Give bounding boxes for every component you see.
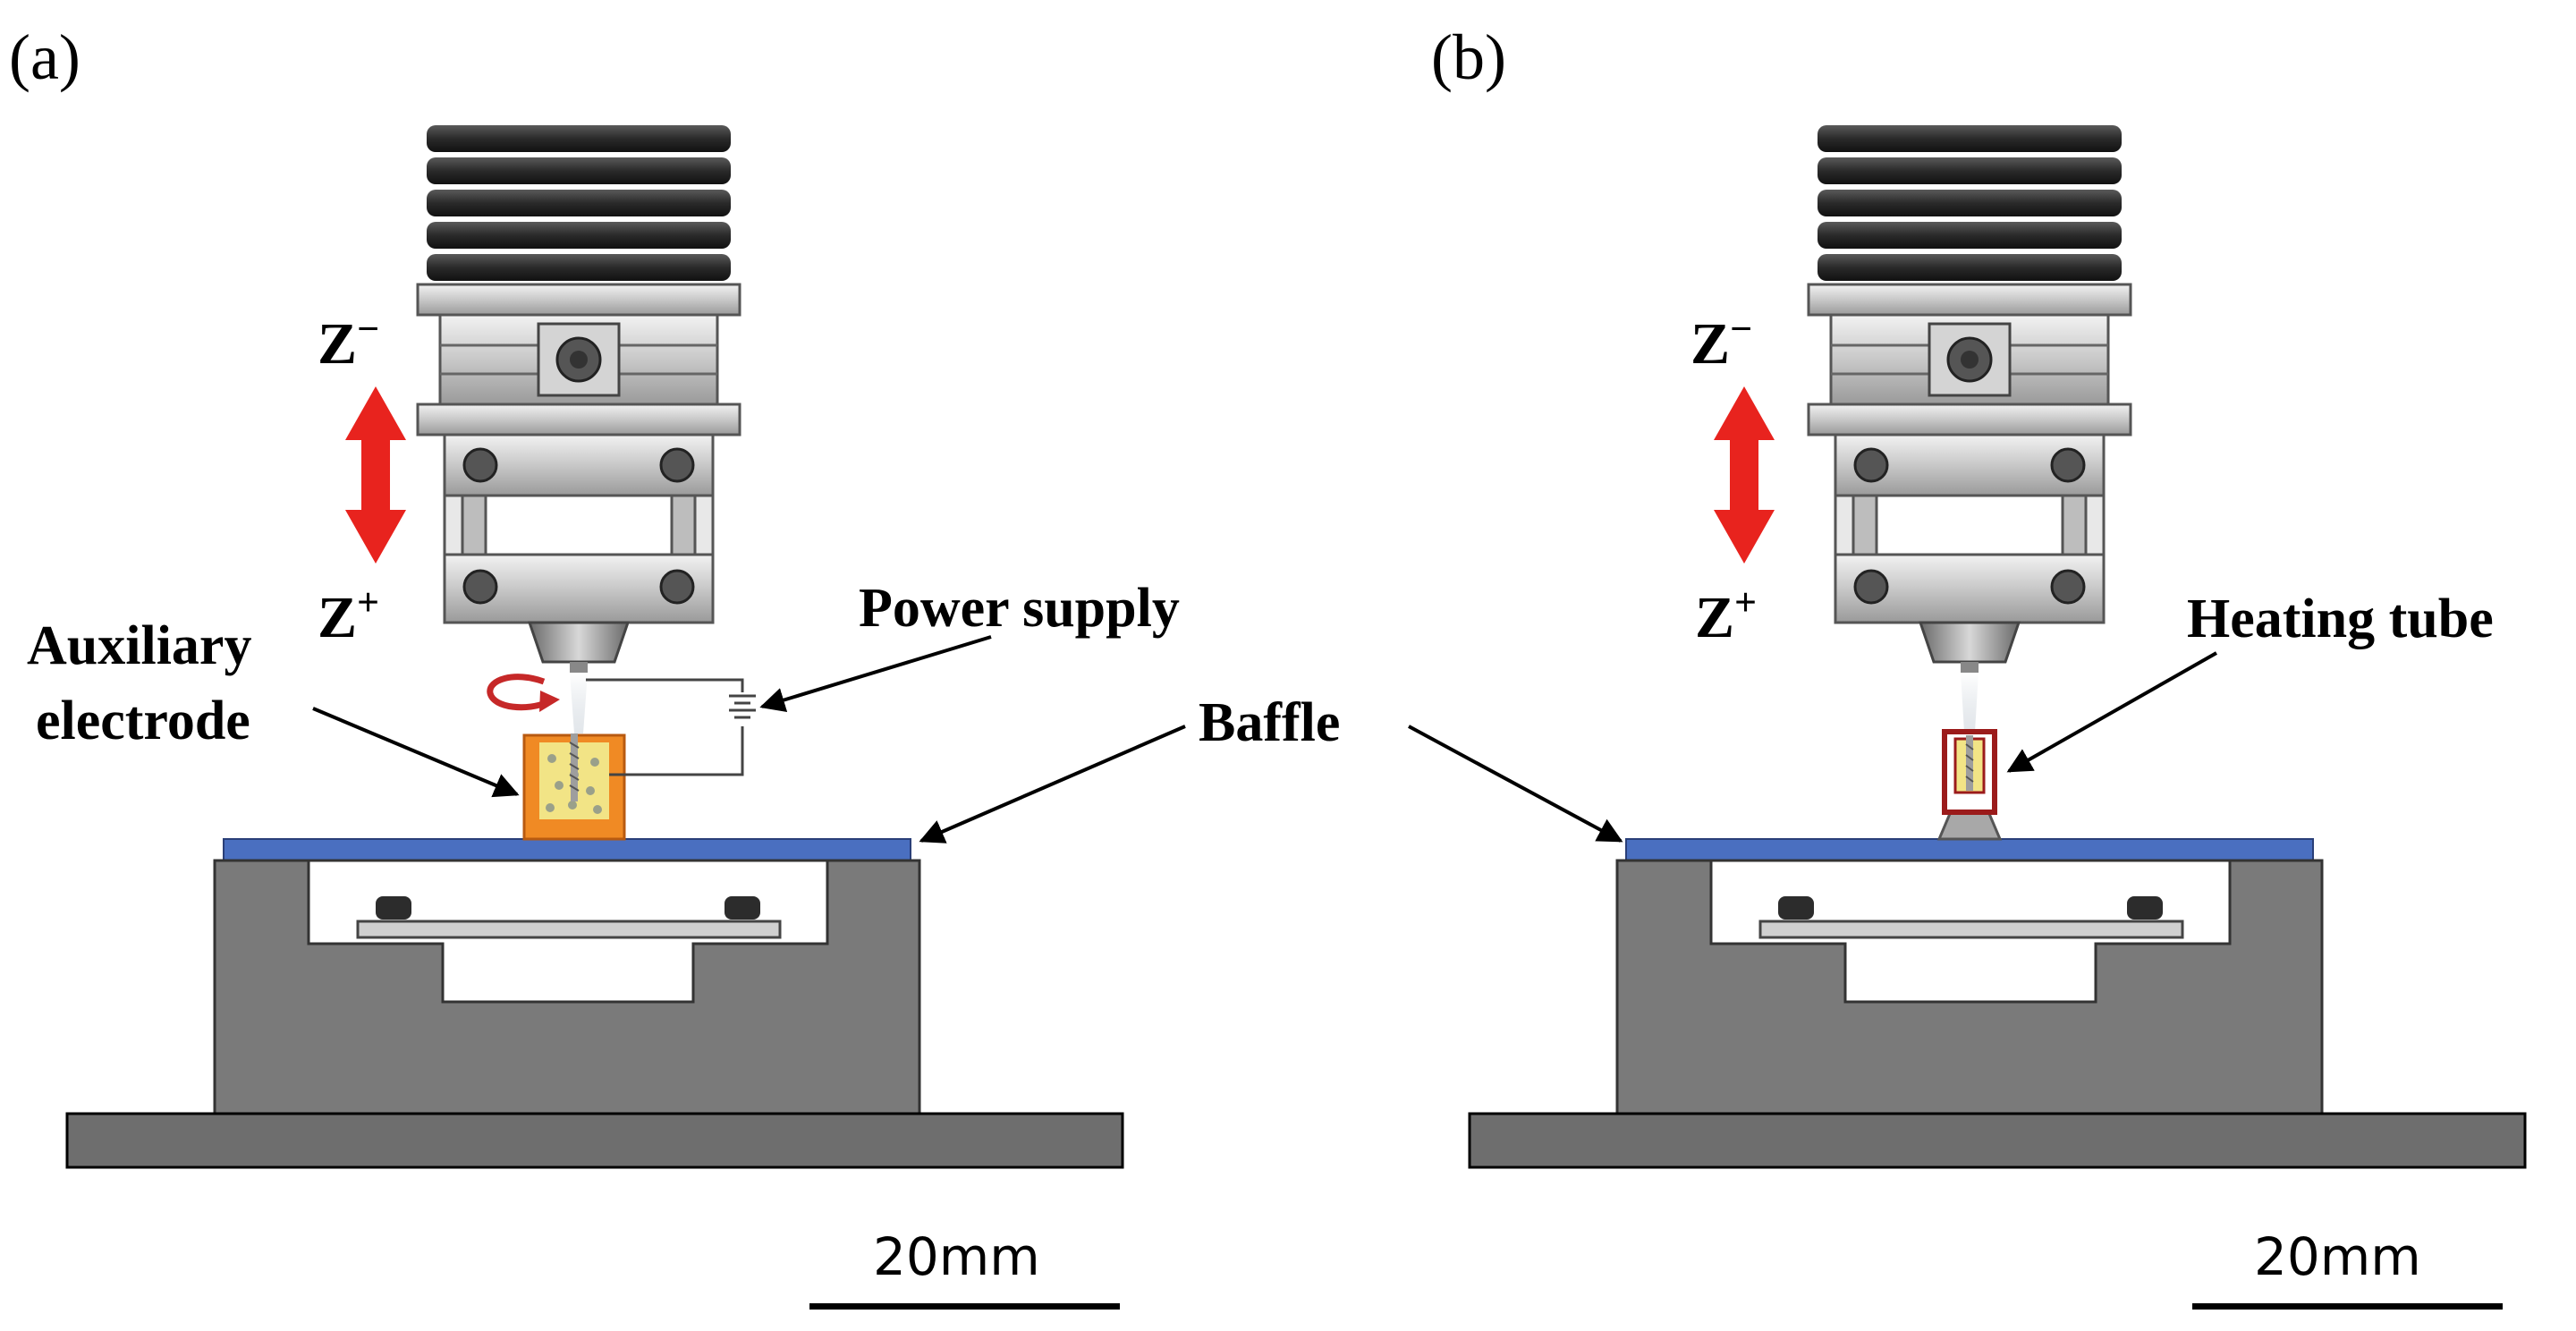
print-head-b: [1807, 123, 2132, 674]
tool-beam-b: [1961, 673, 1979, 732]
scale-label-a: 20mm: [873, 1226, 1040, 1287]
auxiliary-electrode: [522, 733, 626, 841]
z-axis-arrow-b: [1714, 386, 1775, 564]
z-minus-label-a: Z−: [318, 307, 379, 377]
z-plus-label-b: Z+: [1695, 581, 1757, 650]
scale-label-b: 20mm: [2254, 1226, 2421, 1287]
baffle-label: Baffle: [1199, 692, 1340, 753]
z-axis-arrow-a: [345, 386, 406, 564]
auxiliary-label-line1: Auxiliary: [27, 615, 251, 676]
panel-a: (a): [9, 21, 1623, 1310]
power-circuit: [586, 678, 756, 776]
z-minus-label-b: Z−: [1690, 307, 1752, 377]
panel-a-label: (a): [9, 21, 80, 93]
tool-beam-a: [570, 673, 588, 733]
heating-tube-label: Heating tube: [2187, 589, 2494, 649]
scale-bar-a: [809, 1303, 1120, 1310]
heating-tube: [1936, 729, 2003, 841]
stage-a: [65, 837, 1124, 1169]
z-plus-label-a: Z+: [318, 581, 379, 650]
rotation-arrow-icon: [487, 674, 549, 711]
stage-b: [1468, 837, 2527, 1169]
power-supply-label: Power supply: [859, 578, 1180, 639]
print-head-a: [416, 123, 741, 674]
panel-b: (b) Z− Z+ Heating tube 20mm: [1431, 21, 2527, 1310]
auxiliary-label-line2: electrode: [36, 691, 250, 751]
scale-bar-b: [2192, 1303, 2503, 1310]
panel-b-label: (b): [1431, 21, 1506, 93]
